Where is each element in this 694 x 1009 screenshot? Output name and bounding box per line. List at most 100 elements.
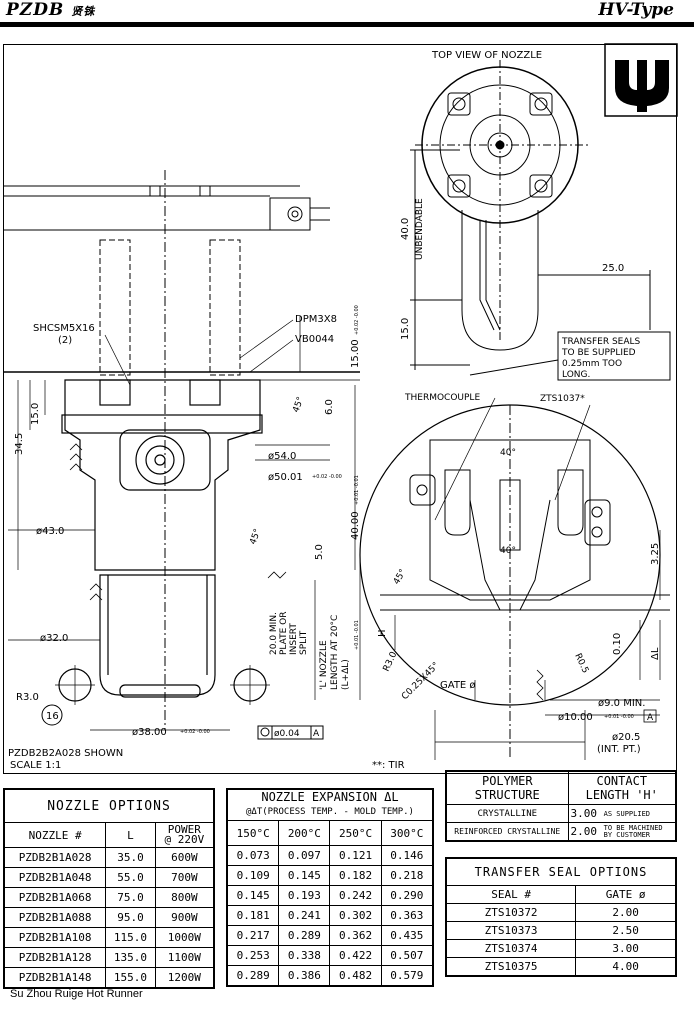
thermocouple-label: THERMOCOUPLE [404,393,480,403]
dim-54-0: ø54.0 [268,451,296,462]
expansion-cell: 0.363 [380,905,434,926]
expansion-cell: 0.435 [380,925,434,946]
expansion-col-header: 300°C [380,820,434,846]
nozzle-options-table: NOZZLE OPTIONS NOZZLE # L POWER@ 220V PZ… [3,788,215,989]
seal-cell-g: 3.00 [575,939,677,958]
col-gate: GATE ø [575,885,677,904]
expansion-table: NOZZLE EXPANSION ΔL @ΔT(PROCESS TEMP. - … [226,788,434,987]
vb-label: VB0044 [295,334,334,345]
nozzle-cell-L: 155.0 [105,967,156,989]
expansion-cell: 0.289 [226,965,280,987]
expansion-cell: 0.482 [329,965,382,987]
seal-cell-s: ZTS10375 [445,957,577,977]
expansion-cell: 0.289 [278,925,331,946]
expansion-cell: 0.217 [226,925,280,946]
expansion-cell: 0.338 [278,945,331,966]
callout-16: 16 [46,711,59,722]
dim-40-0: 40.0 [400,218,411,240]
dim-38-00: ø38.00 [132,727,167,738]
tol-50: +0.02 -0.00 [312,474,342,480]
nozzle-cell-n: PZDB2B1A088 [3,907,107,928]
plate-note-2: PLATE OR [279,612,289,656]
top-view [410,60,651,370]
expansion-cell: 0.302 [329,905,382,926]
col-seal: SEAL # [445,885,577,904]
expansion-col-header: 150°C [226,820,280,846]
nozzle-cell-L: 75.0 [105,887,156,908]
polymer-r2-name: REINFORCED CRYSTALLINE [445,822,569,842]
dim-10-00: ø10.00 [558,712,593,723]
expansion-cell: 0.145 [278,865,331,886]
tol-10: +0.01 -0.00 [604,714,634,720]
type-title: HV-Type [598,0,674,20]
tol-38: +0.02 -0.00 [180,729,210,735]
seal-cell-s: ZTS10374 [445,939,577,958]
expansion-cell: 0.121 [329,845,382,866]
polymer-h2: CONTACT [596,774,648,788]
expansion-cell: 0.242 [329,885,382,906]
ref-A: A [647,713,654,723]
tir-ref: A [313,729,320,739]
r3-0-left: R3.0 [16,692,39,703]
expansion-cell: 0.097 [278,845,331,866]
drawing-frame [3,44,677,774]
gate-label: GATE ø [440,680,476,691]
angle-40-b: 40° [500,546,516,556]
seal-cell-s: ZTS10372 [445,903,577,922]
int-pt: (INT. PT.) [597,744,641,755]
footer-company: Su Zhou Ruige Hot Runner [10,988,143,1000]
tir-box [257,725,324,740]
dim-20-5: ø20.5 [612,732,640,743]
dim-15-0-right: 15.0 [400,318,411,340]
nozzle-len-3: (L+ΔL) [341,659,351,690]
expansion-cell: 0.182 [329,865,382,886]
expansion-cell: 0.218 [380,865,434,886]
col-L: L [105,822,156,848]
dim-25-0: 25.0 [602,263,624,274]
nozzle-cell-n: PZDB2B1A128 [3,947,107,968]
expansion-cell: 0.181 [226,905,280,926]
plate-note-4: SPLIT [299,630,309,655]
polymer-r1-note: AS SUPPLIED [603,809,650,818]
angle-45-c: 45° [392,568,409,587]
nozzle-cell-L: 55.0 [105,867,156,888]
chamfer-label: C0.25X45° [400,661,441,702]
tol-15: +0.02 -0.00 [354,305,360,335]
dim-50-01: ø50.01 [268,472,303,483]
dim-dL: ΔL [650,647,661,660]
nozzle-cell-n: PZDB2B1A148 [3,967,107,989]
left-dimensions [8,316,361,731]
polymer-r2-val: 2.00 [570,824,598,838]
angle-45-a: 45° [291,396,306,414]
hatch-left2 [89,583,103,601]
nozzle-cell-p: 1100W [154,947,215,968]
tol-L: +0.01 -0.01 [354,620,360,650]
expansion-cell: 0.386 [278,965,331,987]
scale-label: SCALE 1:1 [10,760,61,771]
hatch-left [69,443,83,471]
transfer-note-2: TO BE SUPPLIED [561,348,636,358]
expansion-cell: 0.362 [329,925,382,946]
unbendable-label: UNBENDABLE [415,198,425,260]
dpm-label: DPM3X8 [295,314,337,325]
nozzle-cell-n: PZDB2B1A108 [3,927,107,948]
brand-logo: PZDB 贤铢 [6,0,95,20]
dim-9-0: ø9.0 MIN. [598,698,645,709]
polymer-r2-note: TO BE MACHINED BY CUSTOMER [603,823,663,839]
expansion-cell: 0.241 [278,905,331,926]
expansion-cell: 0.507 [380,945,434,966]
polymer-h1: POLYMER [481,774,533,788]
nozzle-cell-p: 800W [154,887,215,908]
